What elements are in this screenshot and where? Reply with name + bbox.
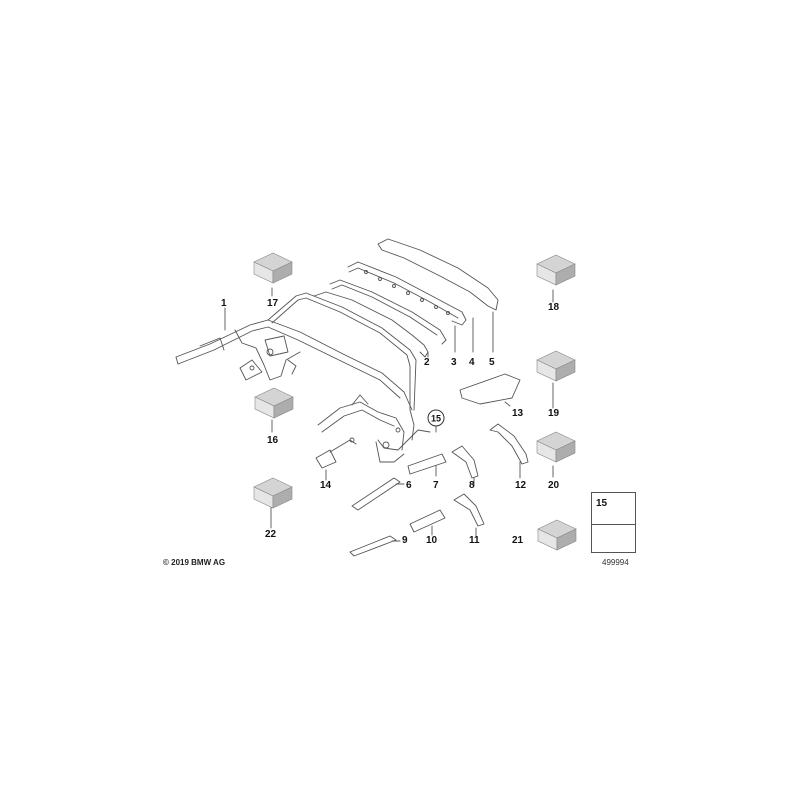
callout-8: 8 [469, 480, 475, 491]
callout-20: 20 [548, 480, 560, 491]
part-5-front-bow [377, 238, 499, 311]
reference-number: 499994 [602, 558, 629, 567]
part-11-strip [453, 493, 485, 527]
callout-2: 2 [424, 357, 430, 368]
part-2-bow [313, 291, 429, 358]
callout-9: 9 [402, 535, 408, 546]
circled-callout-ring [427, 409, 445, 427]
legend-divider [592, 524, 635, 525]
part-7-strip [407, 453, 447, 475]
callout-16: 16 [267, 435, 279, 446]
callout-10: 10 [426, 535, 438, 546]
part-1-frame-mechanism [175, 292, 431, 463]
package-16-icon [254, 387, 294, 419]
callout-4: 4 [469, 357, 475, 368]
callout-3: 3 [451, 357, 457, 368]
callout-5: 5 [489, 357, 495, 368]
package-18-icon [536, 254, 576, 286]
callout-11: 11 [469, 535, 480, 546]
part-12-trim [489, 423, 529, 465]
callout-22: 22 [265, 529, 277, 540]
part-3-bow [329, 279, 447, 345]
part-8-strip [451, 445, 479, 479]
part-4-roof-rail [347, 261, 467, 326]
package-20-icon [536, 431, 576, 463]
part-10-strip [409, 509, 446, 533]
package-19-icon [536, 350, 576, 382]
part-14-bracket [315, 437, 357, 469]
legend-number: 15 [596, 498, 608, 509]
copyright-text: © 2019 BMW AG [163, 558, 226, 567]
callout-19: 19 [548, 408, 560, 419]
callout-21: 21 [512, 535, 524, 546]
callout-12: 12 [515, 480, 527, 491]
callout-17: 17 [267, 298, 279, 309]
package-22-icon [253, 477, 293, 509]
part-9-strip [349, 535, 397, 557]
part-13-panel [459, 373, 521, 405]
package-21-icon [537, 519, 577, 551]
callout-18: 18 [548, 302, 560, 313]
callout-13: 13 [512, 408, 524, 419]
legend-box: 15 [591, 492, 636, 553]
part-6-strip [351, 477, 401, 511]
callout-1: 1 [221, 298, 227, 309]
callout-6: 6 [406, 480, 412, 491]
callout-7: 7 [433, 480, 439, 491]
package-17-icon [253, 252, 293, 284]
circled-callout-text: 15 [431, 414, 441, 424]
callout-14: 14 [320, 480, 332, 491]
